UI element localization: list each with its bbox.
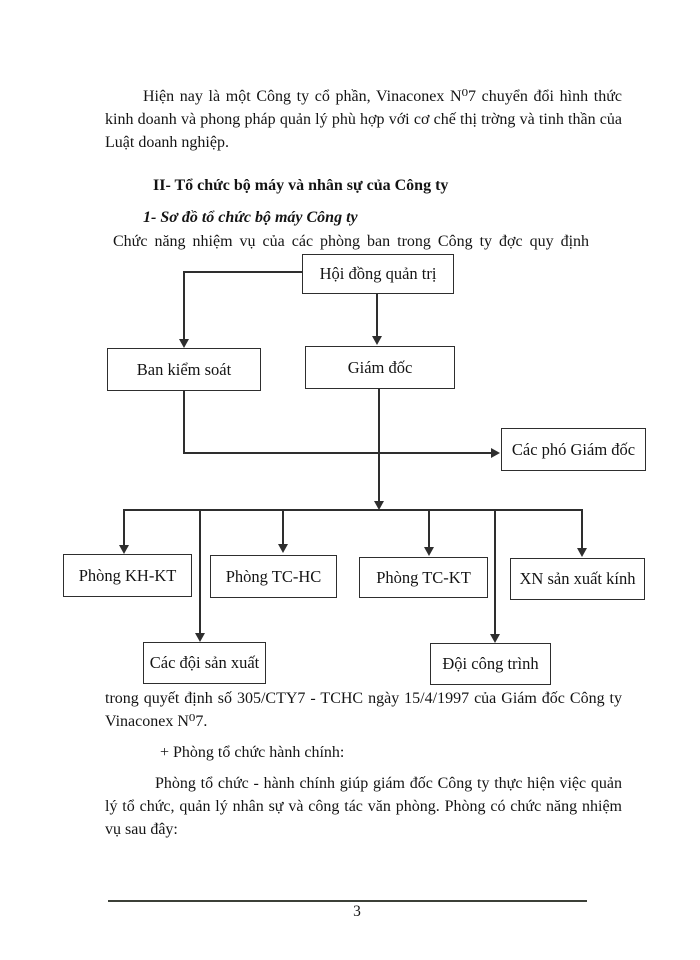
paragraph-after-chart: trong quyết định số 305/CTY7 - TCHC ngày… [105,690,622,730]
org-node-phong-tc-hc: Phòng TC-HC [210,555,337,598]
org-node-doi-cong-trinh: Đội công trình [430,643,551,685]
section-heading: II- Tổ chức bộ máy và nhân sự của Công t… [153,177,449,194]
connector-hdqt-gd [376,294,378,336]
org-node-ban-kiem-soat: Ban kiểm soát [107,348,261,391]
arrow-down-icon [179,339,189,348]
connector-drop-xn [581,509,583,548]
connector-distribution [123,509,583,511]
connector-hdqt-bks [183,271,185,339]
connector-gd-down [378,389,380,501]
org-node-cac-pho-giam-doc: Các phó Giám đốc [501,428,646,471]
paragraph-intro: Hiện nay là một Công ty cổ phần, Vinacon… [105,88,622,151]
org-node-xn-san-xuat-kinh: XN sản xuất kính [510,558,645,600]
connector-drop-khkt [123,509,125,545]
org-node-cac-doi-san-xuat: Các đội sản xuất [143,642,266,684]
org-node-hoi-dong-quan-tri: Hội đồng quản trị [302,254,454,294]
arrow-down-icon [374,501,384,510]
connector-to-cpgd [183,452,491,454]
connector-hdqt-left [184,271,302,273]
page-number: 3 [353,903,361,920]
paragraph-lead: Chức năng nhiệm vụ của các phòng ban tro… [113,233,590,250]
sub-heading: 1- Sơ đồ tổ chức bộ máy Công ty [143,209,358,226]
arrow-right-icon [491,448,500,458]
arrow-down-icon [372,336,382,345]
paragraph-detail: Phòng tổ chức - hành chính giúp giám đốc… [105,775,622,838]
arrow-down-icon [278,544,288,553]
arrow-down-icon [577,548,587,557]
paragraph-plus-item: + Phòng tổ chức hành chính: [160,744,345,761]
arrow-down-icon [195,633,205,642]
org-node-giam-doc: Giám đốc [305,346,455,389]
footer-rule [108,900,587,902]
org-node-phong-kh-kt: Phòng KH-KT [63,554,192,597]
arrow-down-icon [424,547,434,556]
connector-drop-tchc [282,509,284,544]
connector-drop-dct [494,509,496,634]
arrow-down-icon [490,634,500,643]
connector-bks-down [183,391,185,453]
connector-drop-cdsx [199,509,201,633]
arrow-down-icon [119,545,129,554]
org-node-phong-tc-kt: Phòng TC-KT [359,557,488,598]
connector-drop-tckt [428,509,430,547]
